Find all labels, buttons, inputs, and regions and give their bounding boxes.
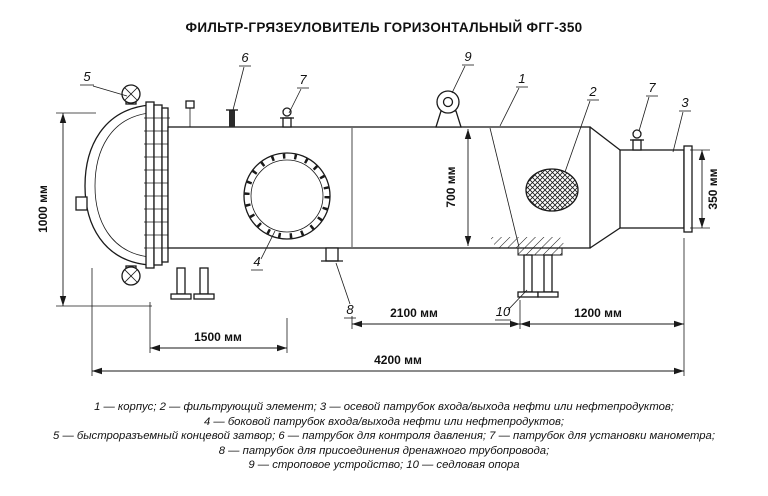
drain-nozzle bbox=[321, 247, 343, 262]
side-nozzle bbox=[243, 152, 331, 240]
part-label-10: 10 bbox=[495, 289, 528, 321]
lifting-lug bbox=[435, 90, 462, 128]
legend: 1 — корпус; 2 — фильтрующий элемент; 3 —… bbox=[0, 400, 768, 473]
part-label-3: 3 bbox=[672, 95, 691, 153]
svg-text:3: 3 bbox=[681, 95, 689, 110]
legend-line-4: 8 — патрубок для присоединения дренажног… bbox=[218, 444, 550, 457]
dim-4200-label: 4200 мм bbox=[374, 353, 422, 367]
svg-text:5: 5 bbox=[83, 69, 91, 84]
part-label-5: 5 bbox=[80, 69, 128, 97]
svg-text:1: 1 bbox=[518, 71, 525, 86]
svg-text:4: 4 bbox=[253, 254, 260, 269]
legend-line-5: 9 — строповое устройство; 10 — седловая … bbox=[248, 459, 520, 472]
legend-line-1: 1 — корпус; 2 — фильтрующий элемент; 3 —… bbox=[94, 401, 674, 413]
dim-1500-label: 1500 мм bbox=[194, 330, 242, 344]
part-label-9: 9 bbox=[451, 49, 474, 94]
part-label-2: 2 bbox=[564, 84, 599, 173]
svg-text:10: 10 bbox=[496, 304, 511, 319]
dim-1000-label: 1000 мм bbox=[36, 185, 50, 233]
svg-text:6: 6 bbox=[241, 50, 249, 65]
part-labels: 5 6 7 9 1 bbox=[80, 49, 691, 321]
left-support bbox=[170, 267, 215, 300]
manometer-fitting-right bbox=[630, 129, 644, 151]
legend-line-3: 5 — быстроразъемный концевой затвор; 6 —… bbox=[53, 430, 715, 443]
svg-text:2: 2 bbox=[588, 84, 597, 99]
svg-text:7: 7 bbox=[648, 80, 656, 95]
saddle-support bbox=[517, 247, 563, 298]
top-clamp bbox=[121, 84, 141, 105]
legend-line-2: 4 — боковой патрубок входа/выхода нефти … bbox=[203, 415, 565, 428]
closure-stud bbox=[185, 100, 195, 127]
part-label-7-right: 7 bbox=[638, 80, 658, 132]
svg-text:7: 7 bbox=[299, 72, 307, 87]
manometer-fitting-left bbox=[280, 107, 294, 128]
dim-350-label: 350 мм bbox=[706, 168, 720, 209]
flange-bolts bbox=[144, 117, 170, 249]
dimension-lines: 1000 мм 700 мм 350 мм 2100 мм 1200 мм 15… bbox=[36, 112, 720, 376]
pressure-control-nozzle bbox=[226, 109, 238, 127]
svg-text:9: 9 bbox=[464, 49, 471, 64]
part-label-4: 4 bbox=[251, 230, 276, 271]
axial-nozzle-flange bbox=[683, 145, 693, 233]
vessel-head bbox=[75, 104, 150, 266]
dim-700-label: 700 мм bbox=[444, 166, 458, 207]
part-label-1: 1 bbox=[499, 71, 528, 127]
part-label-6: 6 bbox=[232, 50, 251, 111]
part-label-7-left: 7 bbox=[288, 72, 309, 114]
filter-element bbox=[525, 168, 579, 212]
dim-1200-label: 1200 мм bbox=[574, 306, 622, 320]
part-label-8: 8 bbox=[335, 262, 356, 319]
head-side-fitting bbox=[75, 196, 88, 211]
axial-nozzle bbox=[589, 126, 693, 249]
dim-2100-label: 2100 мм bbox=[390, 306, 438, 320]
vessel-shell bbox=[167, 126, 591, 249]
bottom-clamp bbox=[121, 265, 141, 286]
svg-text:8: 8 bbox=[346, 302, 354, 317]
drawing-title: ФИЛЬТР-ГРЯЗЕУЛОВИТЕЛЬ ГОРИЗОНТАЛЬНЫЙ ФГГ… bbox=[185, 20, 583, 35]
